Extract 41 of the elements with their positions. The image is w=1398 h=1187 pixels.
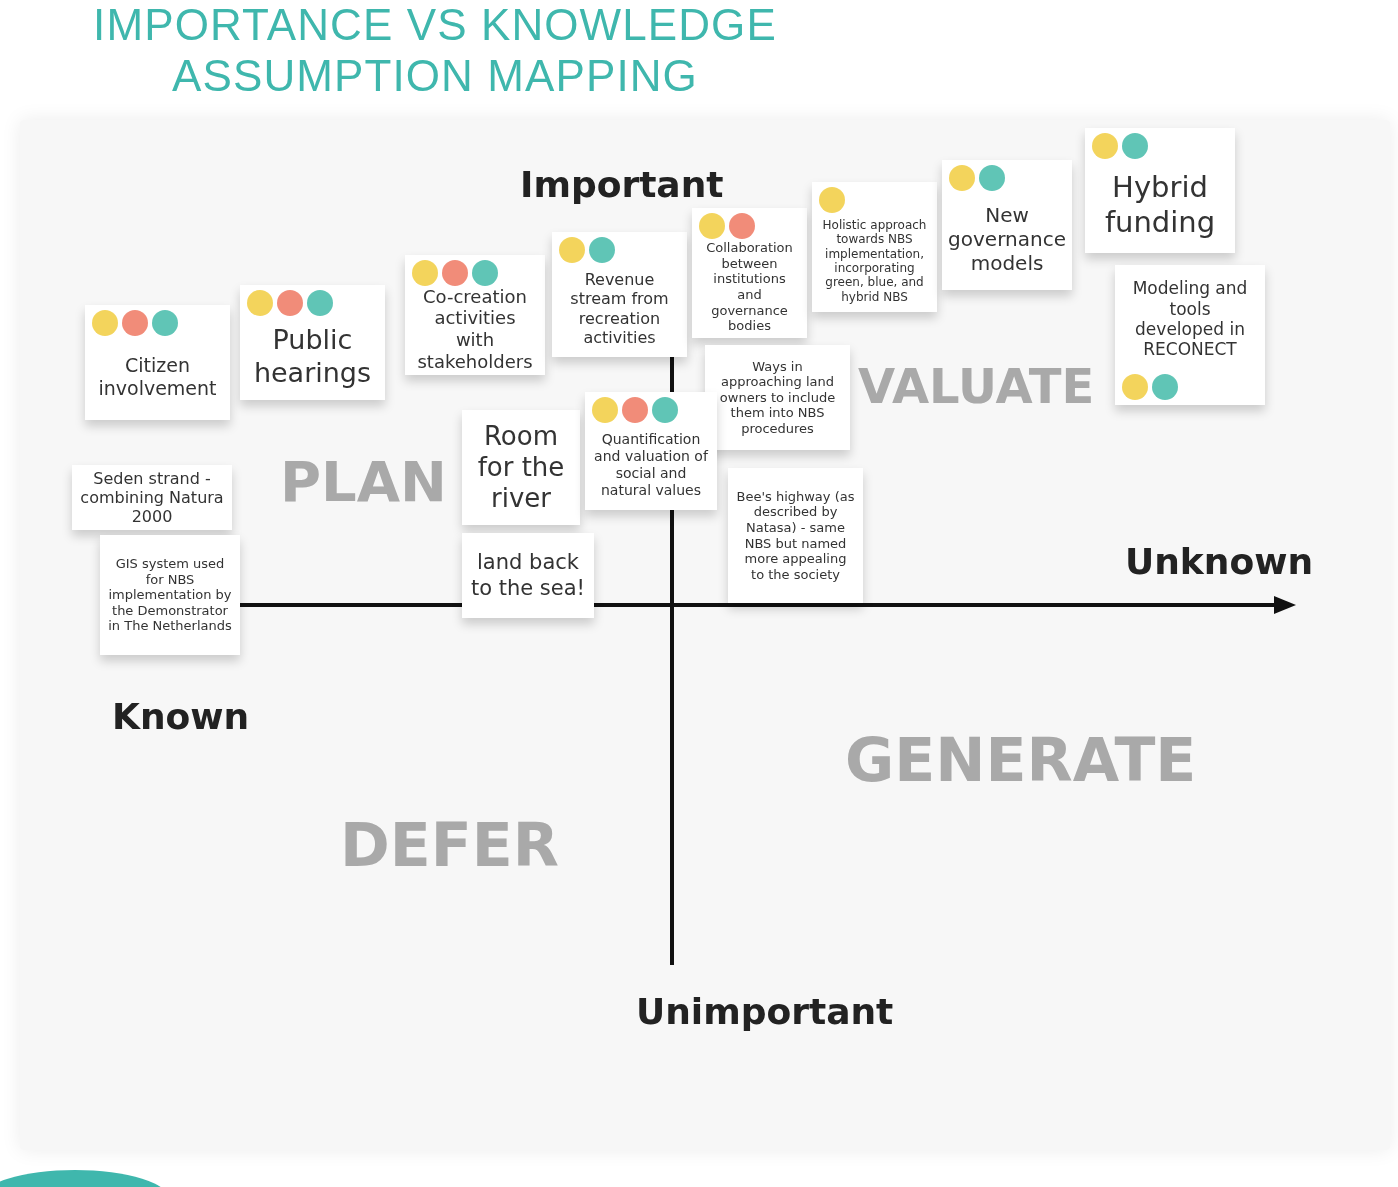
note-text: GIS system used for NBS implementation by the Demonstrator in The Netherlands [108,556,232,634]
axis-label: Unimportant [636,990,894,1034]
note-text: Public hearings [252,324,373,389]
axis-label: Unknown [1125,540,1314,584]
note-text: Bee's highway (as described by Natasa) - same NBS but named more appealing to the society [736,488,855,583]
axis-label: Important [520,163,724,207]
sticky-note [942,160,1072,290]
note-text: Citizen involvement [97,353,218,400]
note-text: Revenue stream from recreation activities [569,270,670,347]
sticky-note [692,208,807,338]
sticky-note [1115,265,1265,405]
note-text: Holistic approach towards NBS implementation, incorporating green, blue, and hybrid NBS [821,217,928,305]
sticky-note [405,255,545,375]
axis-label: Known [112,695,250,739]
note-text: Modeling and tools developed in RECONECT [1131,278,1249,360]
note-text: Collaboration between institutions and governance bodies [705,240,794,334]
note-text: Ways in approaching land owners to include them into NBS procedures [718,358,837,437]
sticky-note [462,533,594,618]
sticky-note [705,345,850,450]
sticky-note [85,305,230,420]
sticky-note [552,232,687,357]
sticky-note [728,468,863,603]
sticky-note [72,465,232,530]
note-text: Quantification and valuation of social and natural values [593,431,709,499]
sticky-note [812,182,937,312]
quadrant-label: DEFER [340,809,559,882]
note-text: Seden strand - combining Natura 2000 [80,468,224,527]
note-text: Hybrid funding [1103,169,1217,240]
sticky-note [100,535,240,655]
note-text: New governance models [948,203,1066,275]
note-text: Co-creation activities with stakeholders [416,285,534,373]
sticky-note [585,392,717,510]
sticky-note [462,410,580,525]
sticky-note [240,285,385,400]
quadrant-label: PLAN [280,448,447,516]
note-text: land back to the sea! [470,550,586,601]
sticky-note [1085,128,1235,253]
title: IMPORTANCE VS KNOWLEDGE ASSUMPTION MAPPING [92,0,778,102]
note-text: Room for the river [476,420,566,515]
quadrant-label: VALUATE [858,357,1095,416]
quadrant-label: GENERATE [845,724,1197,797]
